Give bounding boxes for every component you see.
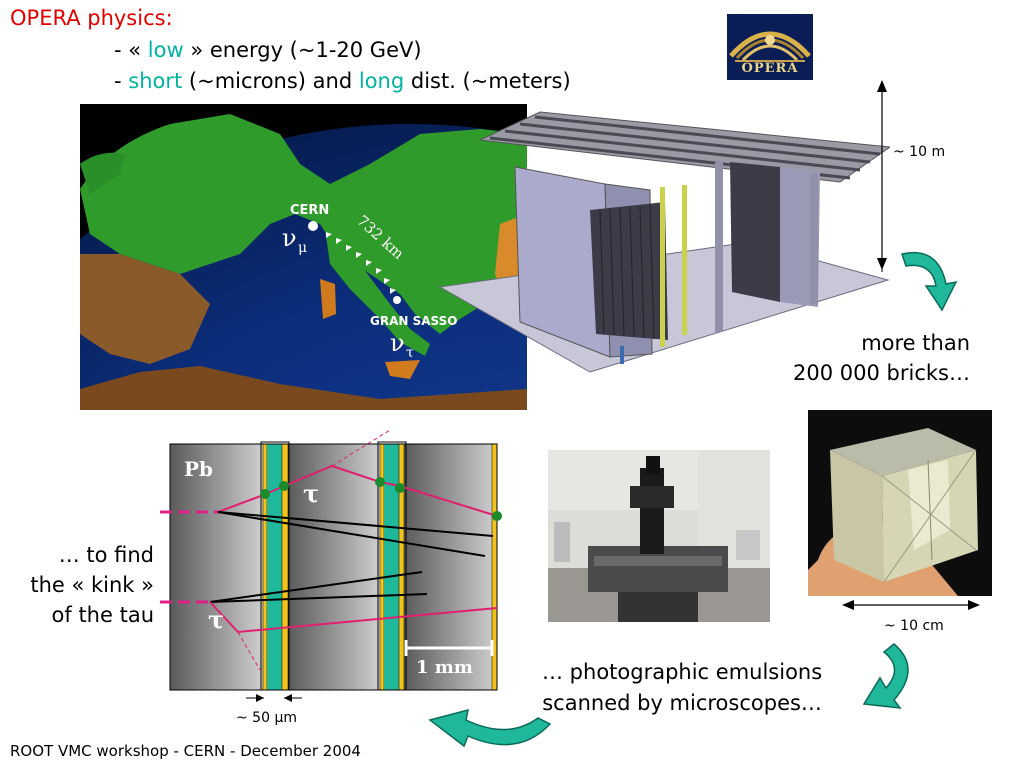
nu-tau-symbol: ν — [390, 329, 405, 357]
tau-label-bottom: τ — [208, 605, 224, 634]
opera-detector-drawing — [420, 82, 892, 377]
brick-photo — [808, 410, 992, 596]
height-dimension-icon — [877, 80, 887, 270]
emulsion-caption: … photographic emulsions scanned by micr… — [542, 660, 823, 715]
europe-map: CERN GRAN SASSO 732 km ν μ ν τ — [80, 104, 527, 410]
nu-tau-subscript: τ — [406, 345, 414, 361]
slide-title: OPERA physics: — [10, 6, 173, 30]
bricks-caption: more than 200 000 bricks… — [793, 331, 970, 385]
gap-label: ~ 50 μm — [236, 710, 297, 726]
footer-text: ROOT VMC workshop - CERN - December 2004 — [10, 742, 361, 760]
cern-label: CERN — [290, 203, 329, 218]
emulsion-schematic: Pb τ τ 1 mm ~ 50 μm — [160, 429, 505, 730]
kink-caption: … to find the « kink » of the tau — [30, 543, 154, 627]
width-dimension-icon — [842, 600, 980, 610]
opera-logo: OPERA — [727, 14, 813, 80]
microscope-photo-graphic — [548, 450, 770, 622]
low-highlight: low — [147, 38, 184, 62]
distance-line: - short (~microns) and long dist. (~mete… — [114, 69, 571, 93]
nu-mu-symbol: ν — [282, 224, 297, 252]
gran-sasso-label: GRAN SASSO — [370, 314, 457, 328]
europe-map-graphic: CERN GRAN SASSO 732 km ν μ ν τ — [80, 104, 527, 410]
opera-logo-graphic — [727, 14, 813, 80]
long-highlight: long — [358, 69, 405, 93]
brick-size-label: ~ 10 cm — [884, 618, 944, 634]
logo-text: OPERA — [741, 61, 799, 76]
lead-label: Pb — [184, 457, 213, 481]
short-highlight: short — [128, 69, 183, 93]
curved-arrow-icon — [862, 643, 909, 709]
curved-arrow-icon — [428, 708, 552, 748]
tau-label-top: τ — [303, 479, 319, 508]
detector-graphic — [438, 82, 892, 373]
detector-height-label: ~ 10 m — [893, 144, 946, 160]
curved-arrow-icon — [901, 251, 958, 312]
brick-photo-graphic — [808, 410, 992, 596]
microscope-photo — [548, 450, 770, 622]
emulsion-schematic-graphic: Pb τ τ 1 mm ~ 50 μm — [160, 429, 502, 726]
nu-mu-subscript: μ — [298, 240, 307, 256]
energy-line: - « low » energy (~1-20 GeV) — [114, 38, 422, 62]
scale-bar-label: 1 mm — [416, 657, 473, 678]
